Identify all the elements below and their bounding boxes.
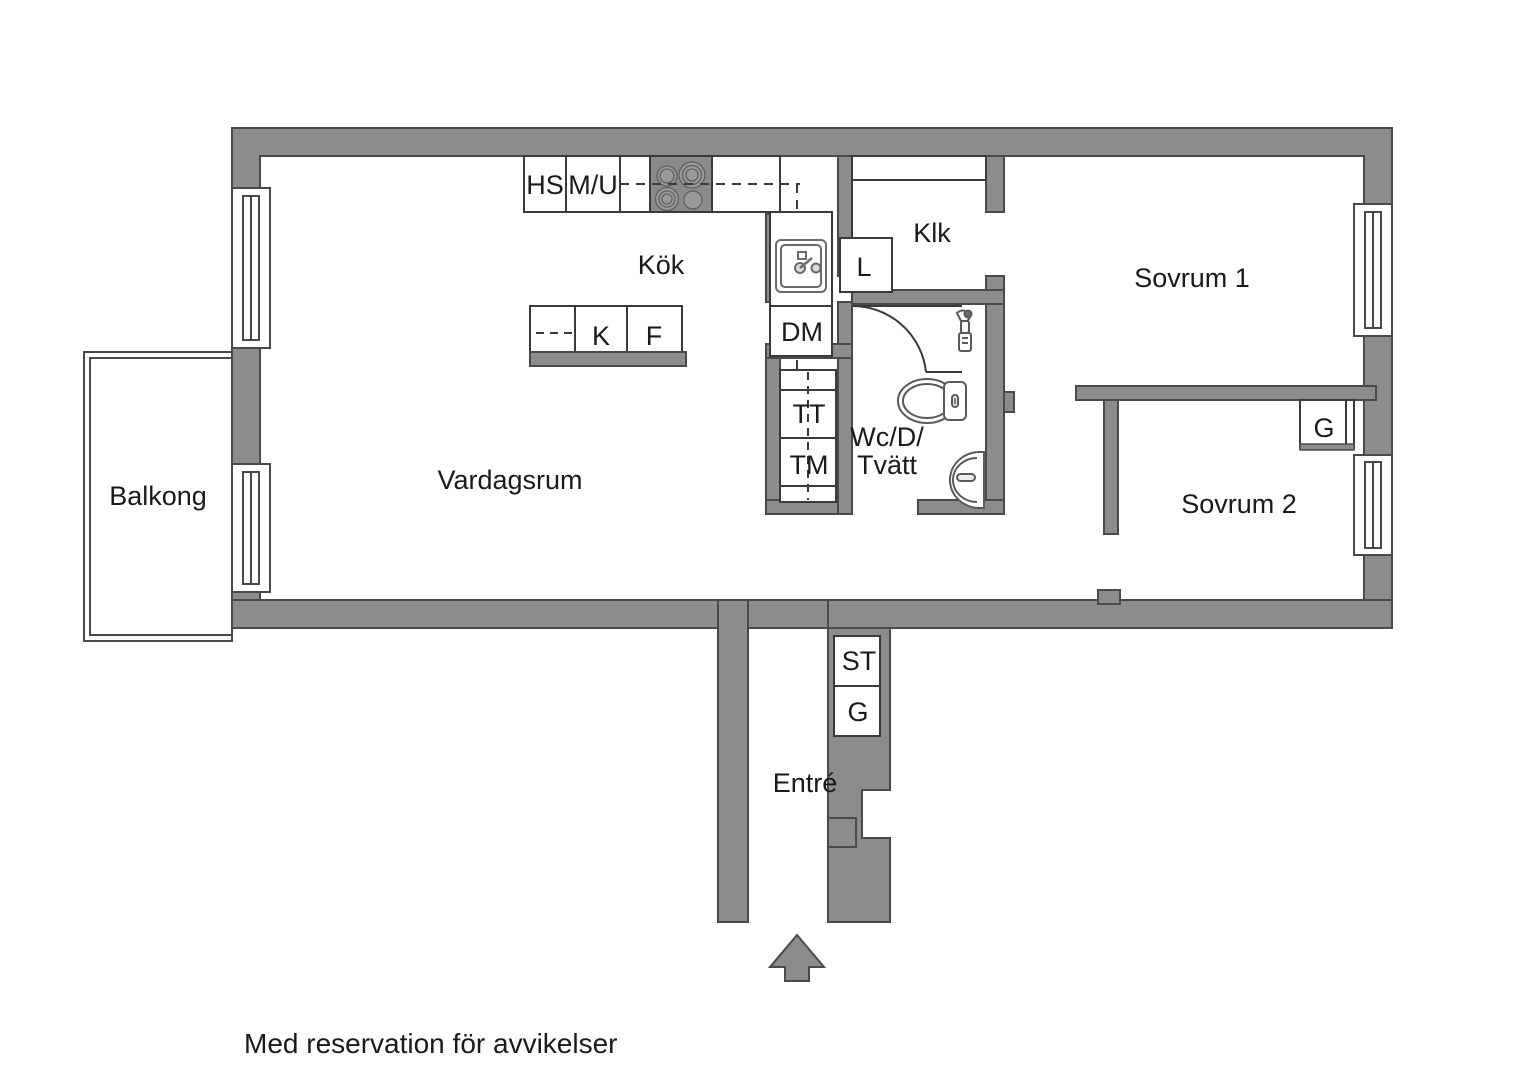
- partition-klk-bottom: [851, 289, 1005, 305]
- unit-label-tm: TM: [790, 450, 829, 480]
- kitchen-upper-cabinets: [523, 155, 800, 500]
- disclaimer-text: Med reservation för avvikelser: [244, 1028, 617, 1059]
- laundry-column: [779, 369, 837, 503]
- door-swing-arc-icon: [851, 304, 962, 373]
- room-label-vardagsrum: Vardagsrum: [437, 465, 582, 495]
- unit-label-f: F: [646, 321, 663, 351]
- dishwasher-unit: [769, 305, 833, 357]
- room-label-wc-line1: Wc/D/: [850, 422, 924, 452]
- hall-g-unit: [833, 685, 881, 737]
- balkong-outline: [83, 351, 233, 642]
- kitchen-bench-base: [529, 351, 687, 367]
- unit-labels: HS M/U K F L DM TT TM G ST G: [526, 170, 1334, 727]
- windows-group: [231, 187, 1393, 593]
- kitchen-lower-cabinets: [529, 305, 687, 367]
- unit-label-dm: DM: [781, 317, 823, 347]
- wc-fixtures: [851, 304, 985, 509]
- partition-wc-right: [985, 275, 1005, 515]
- room-label-balkong: Balkong: [109, 481, 207, 511]
- window-icon-left-upper: [231, 187, 271, 349]
- partition-wc-left: [837, 301, 853, 515]
- window-icon-right-lower: [1353, 454, 1393, 556]
- kitchen-sink-icon: [775, 239, 827, 293]
- klk-shelving: [851, 155, 987, 290]
- unit-label-g-bedroom: G: [1313, 413, 1334, 443]
- partition-klk-right-upper: [985, 155, 1005, 213]
- toilet-icon: [897, 378, 967, 424]
- unit-label-l: L: [856, 252, 871, 282]
- room-label-kok: Kök: [638, 250, 685, 280]
- room-label-entre: Entré: [773, 768, 838, 798]
- window-icon-right-upper: [1353, 203, 1393, 337]
- wc-door-jamb: [1003, 391, 1015, 413]
- partition-laundry-left: [765, 355, 781, 515]
- room-label-klk: Klk: [913, 218, 951, 248]
- sovrum2-wardrobe: [1299, 399, 1355, 451]
- room-label-sovrum-2: Sovrum 2: [1181, 489, 1297, 519]
- partition-bedroom-divider: [1075, 385, 1377, 401]
- unit-label-st: ST: [842, 646, 877, 676]
- hall-wardrobes: [833, 635, 881, 737]
- room-label-wc-line2: Tvätt: [857, 450, 918, 480]
- unit-label-tt: TT: [793, 399, 826, 429]
- kitchen-sink-run: [769, 211, 833, 357]
- stove-burners-icon: [654, 161, 706, 212]
- klk-l-unit: [839, 237, 893, 293]
- entrance-arrow-icon: [767, 933, 827, 982]
- unit-label-k: K: [592, 321, 610, 351]
- washbasin-icon: [949, 451, 985, 509]
- room-label-sovrum-1: Sovrum 1: [1134, 263, 1250, 293]
- room-labels: Balkong Vardagsrum Kök Klk Wc/D/ Tvätt S…: [109, 218, 1297, 798]
- unit-label-mu: M/U: [568, 170, 618, 200]
- unit-label-hs: HS: [526, 170, 564, 200]
- window-icon-left-lower: [231, 463, 271, 593]
- partition-sovrum2-left: [1103, 399, 1119, 535]
- shower-mixer-icon: [955, 309, 973, 352]
- unit-label-g-hall: G: [847, 697, 868, 727]
